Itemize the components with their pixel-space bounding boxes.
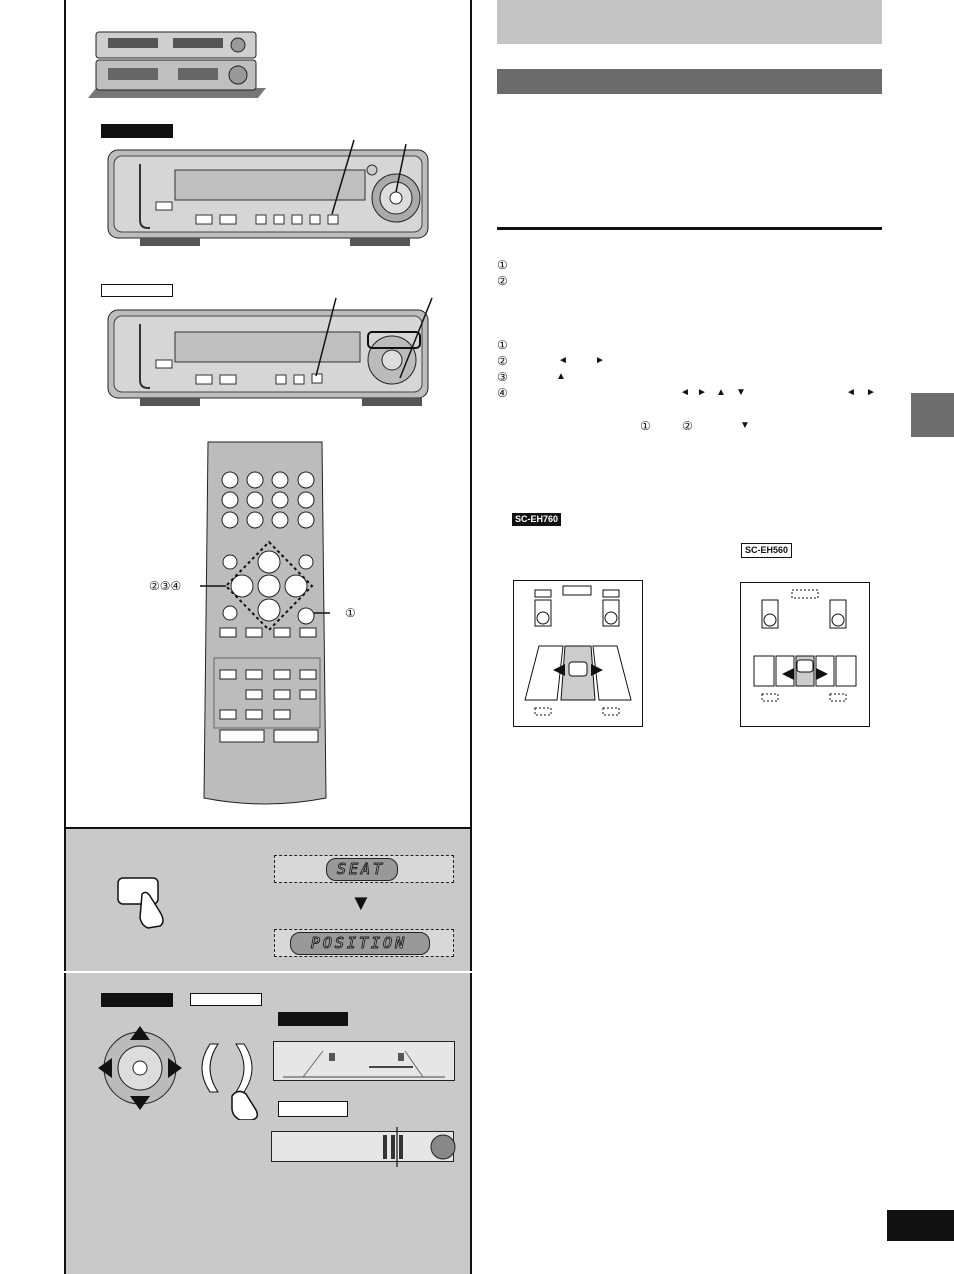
side-tab [911,393,954,437]
display-seat-inner [326,858,398,881]
main-step-1: ① [497,258,508,272]
model-label-760-top [101,124,173,138]
display-panel-760 [273,1041,455,1081]
header-band [497,0,882,44]
section-bar [497,69,882,94]
sub-step-4: ④ [497,386,508,400]
note-ref-1: ① [640,419,651,433]
speaker-layout-eh560 [740,582,870,727]
note-ref-2: ② [682,419,693,433]
display-position-inner [290,932,430,955]
display-arrow: ▼ [350,890,372,915]
step4-left-arrow: ◄ [680,387,690,398]
remote-ref-1: ① [345,606,356,620]
main-step-2: ② [497,274,508,288]
step4-up-arrow: ▲ [716,387,726,398]
main-unit-560 [107,297,433,406]
model-tag-eh560: SC-EH560 [741,543,793,558]
model-label-760-display [278,1012,348,1026]
speaker-layout-eh760 [513,580,643,727]
sub-step-3: ③ [497,370,508,384]
main-unit-760 [107,140,429,246]
step3-up-arrow: ▲ [556,371,566,382]
display-panel-560 [271,1127,456,1167]
model-label-560-top [101,284,173,297]
note-ref-down: ▼ [740,420,750,431]
panel-divider [64,971,472,973]
model-label-560-mid [190,993,262,1006]
display-seat-text: SEAT [336,860,386,879]
step4-down-arrow: ▼ [736,387,746,398]
step4-right-arrow: ► [697,387,707,398]
step2-right-arrow: ► [595,355,605,366]
sub-step-2: ② [497,354,508,368]
page-number-box [887,1210,954,1241]
step-panel-position [64,973,472,1274]
model-label-760-mid [101,993,173,1007]
remote-control [200,441,330,805]
remote-ref-234: ②③④ [149,579,182,593]
model-tag-eh760: SC-EH760 [512,513,562,526]
direction-controls-icon [98,1026,259,1120]
step4b-right-arrow: ► [866,387,876,398]
model-label-560-display [278,1101,348,1117]
section-rule [497,227,882,230]
system-thumbnail [88,31,266,98]
press-button-hand-icon [117,877,164,929]
display-position-text: POSITION [310,934,408,953]
step4b-left-arrow: ◄ [846,387,856,398]
sub-step-1: ① [497,338,508,352]
step2-left-arrow: ◄ [558,355,568,366]
